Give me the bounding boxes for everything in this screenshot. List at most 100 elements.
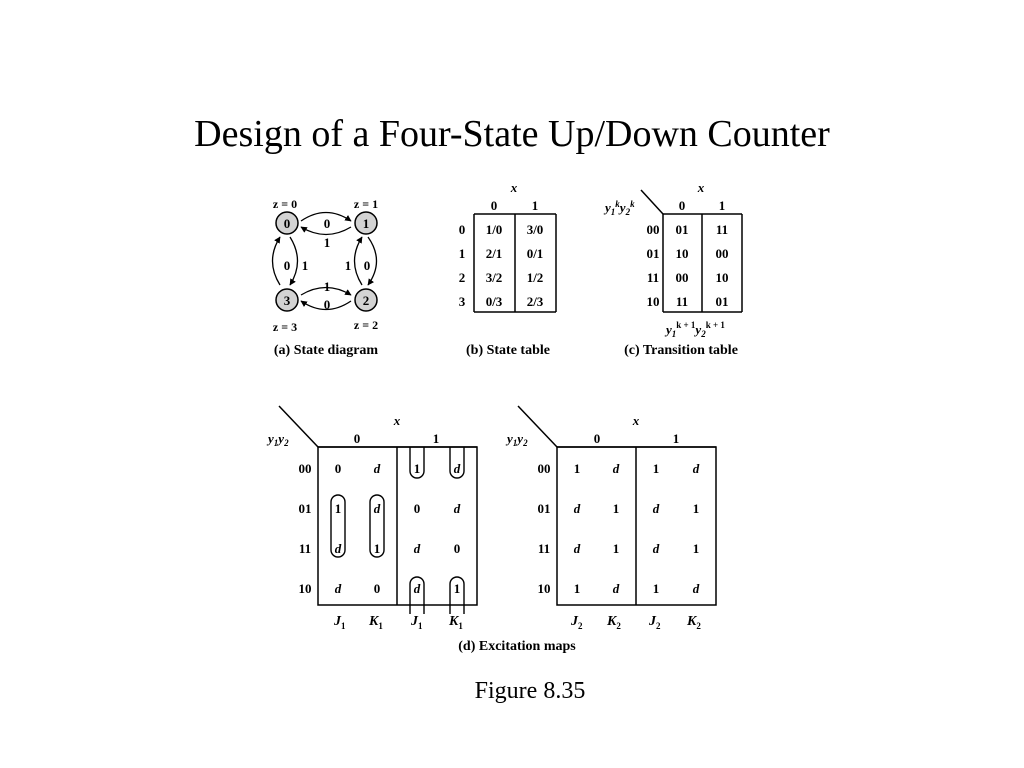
map-cell: d (374, 461, 381, 476)
table-cell: 3/2 (486, 270, 503, 285)
corner-diagonal (278, 405, 319, 448)
state-node-1 (354, 211, 378, 235)
table-cell: 10 (716, 270, 729, 285)
next-state-vars: y1k + 1y2k + 1 (664, 320, 725, 339)
corner-diagonal (517, 405, 558, 448)
transition-label: 1 (345, 258, 352, 273)
row-label: 11 (299, 541, 311, 556)
state-node-3 (275, 288, 299, 312)
grouping-loop (330, 494, 346, 558)
table-cell: 11 (676, 294, 688, 309)
map-cell: d (693, 461, 700, 476)
transition-arc (271, 236, 281, 286)
column-header: 1 (673, 431, 680, 446)
transition-label: 1 (324, 279, 331, 294)
map-cell: d (335, 581, 342, 596)
table-cell: 3/0 (527, 222, 544, 237)
transition-label: 0 (284, 258, 291, 273)
row-label: 01 (647, 246, 660, 261)
state-output: z = 3 (273, 320, 297, 334)
map-cell: 1 (693, 501, 700, 516)
transition-arc (367, 236, 378, 286)
table-cell: 01 (676, 222, 689, 237)
column-header: 0 (594, 431, 601, 446)
row-label: 0 (459, 222, 466, 237)
state-diagram: 0 1 0 1 0 1 0 1 0 1 2 3 z = 0 z = 1 z = … (271, 197, 379, 358)
state-output: z = 1 (354, 197, 378, 211)
map-cell: d (374, 501, 381, 516)
input-variable: x (393, 413, 401, 428)
column-variable: K1 (368, 614, 383, 631)
grouping-loop (449, 447, 465, 479)
row-label: 11 (538, 541, 550, 556)
state-label: 2 (363, 293, 370, 308)
map-cell: d (653, 541, 660, 556)
row-label: 00 (299, 461, 312, 476)
table-cell: 11 (716, 222, 728, 237)
map-cell: d (574, 541, 581, 556)
map-cell: 1 (374, 541, 381, 556)
column-variable: K2 (606, 614, 621, 631)
table-cell: 00 (676, 270, 689, 285)
row-label: 10 (647, 294, 660, 309)
row-label: 00 (647, 222, 660, 237)
column-variable: J2 (648, 614, 661, 631)
state-diagram-caption: (a) State diagram (274, 343, 379, 358)
table-cell: 10 (676, 246, 689, 261)
transition-arc (300, 300, 352, 311)
row-label: 01 (299, 501, 312, 516)
transition-arc (289, 236, 299, 286)
row-label: 10 (538, 581, 551, 596)
map-cell: d (574, 501, 581, 516)
state-vars: y1y2 (266, 431, 289, 448)
map-cell: 0 (374, 581, 381, 596)
state-label: 3 (284, 293, 291, 308)
map-cell: 1 (574, 461, 581, 476)
transition-label: 0 (324, 216, 331, 231)
input-variable: x (510, 180, 518, 195)
map-cell: d (414, 541, 421, 556)
column-header: 1 (532, 198, 539, 213)
grouping-loop (449, 576, 465, 605)
row-label: 01 (538, 501, 551, 516)
table-cell: 01 (716, 294, 729, 309)
input-variable: x (632, 413, 640, 428)
state-output: z = 0 (273, 197, 297, 211)
map-cell: 1 (613, 501, 620, 516)
corner-diagonal (640, 189, 664, 215)
map-cell: d (414, 581, 421, 596)
table-cell: 1/2 (527, 270, 544, 285)
table-cell: 0/1 (527, 246, 544, 261)
state-node-2 (354, 288, 378, 312)
map-cell: 1 (454, 581, 461, 596)
row-label: 2 (459, 270, 466, 285)
map-cell: 0 (414, 501, 421, 516)
map-cell: d (693, 581, 700, 596)
transition-label: 1 (302, 258, 309, 273)
column-header: 1 (719, 198, 726, 213)
column-header: 0 (491, 198, 498, 213)
map-cell: d (613, 461, 620, 476)
map-cell: 1 (653, 581, 660, 596)
column-variable: K2 (686, 614, 701, 631)
transition-label: 0 (364, 258, 371, 273)
row-label: 00 (538, 461, 551, 476)
grouping-loop (369, 494, 385, 558)
column-header: 1 (433, 431, 440, 446)
transition-arc (300, 211, 352, 222)
transition-arc (300, 226, 352, 236)
row-label: 11 (647, 270, 659, 285)
state-label: 1 (363, 216, 370, 231)
column-variable: J1 (410, 614, 423, 631)
transition-table-caption: (c) Transition table (624, 343, 738, 358)
table-cell: 1/0 (486, 222, 503, 237)
map-cell: 1 (693, 541, 700, 556)
table-cell: 2/3 (527, 294, 544, 309)
grouping-loop (409, 447, 425, 479)
column-variable: J2 (570, 614, 583, 631)
map-cell: 0 (454, 541, 461, 556)
state-label: 0 (284, 216, 291, 231)
current-state-vars: y1ky2k (603, 199, 635, 217)
column-header: 0 (679, 198, 686, 213)
